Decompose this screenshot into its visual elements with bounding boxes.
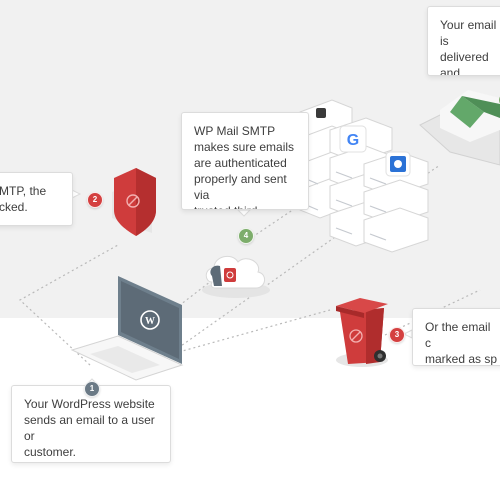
callout-blocked: MTP, the cked. <box>0 172 73 226</box>
step-badge-1: 1 <box>84 381 100 397</box>
cloud-icon <box>202 255 270 298</box>
step-badge-2: 2 <box>87 192 103 208</box>
google-icon: G <box>339 125 367 153</box>
callout-pointer-smtp <box>236 209 252 217</box>
callout-pointer-blocked <box>71 189 82 199</box>
server-stack-icon: G <box>299 99 429 253</box>
svg-text:W: W <box>145 316 155 327</box>
step-badge-3: 3 <box>389 327 405 343</box>
callout-pointer-spam <box>402 329 413 339</box>
callout-delivered: Your email is delivered and inbox. <box>427 6 500 76</box>
envelope-icon <box>419 90 500 166</box>
callout-website: Your WordPress website sends an email to… <box>11 385 171 463</box>
step-badge-4: 4 <box>238 228 254 244</box>
shield-icon <box>112 168 156 236</box>
callout-wp-mail-smtp: WP Mail SMTP makes sure emails are authe… <box>181 112 309 210</box>
wordpress-laptop-icon: W <box>70 276 184 381</box>
trash-can-icon <box>336 298 388 367</box>
svg-text:G: G <box>347 132 359 149</box>
callout-spam: Or the email c marked as sp <box>412 308 500 366</box>
